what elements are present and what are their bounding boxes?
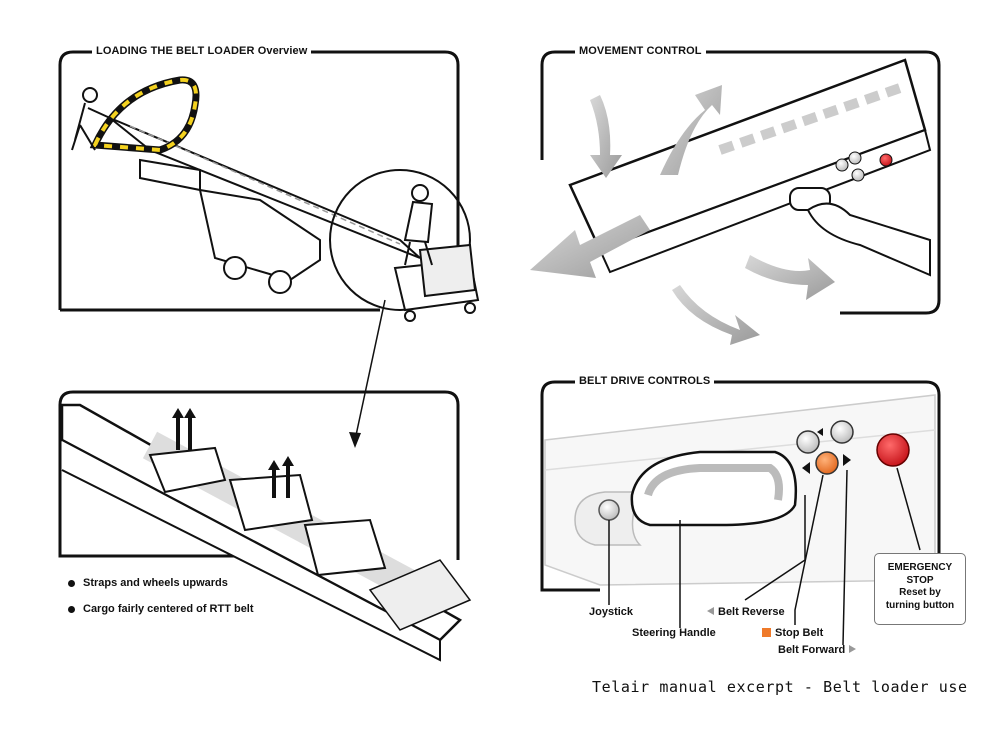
belt-loader-overview-illustration <box>71 76 480 322</box>
cargo-instructions: Straps and wheels upwards Cargo fairly c… <box>68 576 258 628</box>
cargo-on-belt-illustration <box>60 403 472 662</box>
emergency-stop-callout: EMERGENCY STOP Reset by turning button <box>874 553 966 625</box>
bullet-dot <box>68 580 75 587</box>
bullet-dot <box>68 606 75 613</box>
movement-panel-title: MOVEMENT CONTROL <box>575 45 706 57</box>
joystick-knob <box>598 499 620 521</box>
belt-drive-panel-frame <box>540 380 941 592</box>
cargo-panel-frame <box>58 390 460 560</box>
bullet-item: Straps and wheels upwards <box>68 576 258 590</box>
bullet-item: Cargo fairly centered of RTT belt <box>68 602 258 616</box>
belt-drive-panel-title: BELT DRIVE CONTROLS <box>575 375 715 387</box>
bullet-text: Cargo fairly centered of RTT belt <box>83 603 254 615</box>
reverse-arrow-icon <box>707 607 714 615</box>
emergency-line: EMERGENCY <box>887 562 953 573</box>
belt-forward-label: Belt Forward <box>778 643 857 657</box>
caption: Telair manual excerpt - Belt loader use <box>592 678 968 696</box>
bullet-text: Straps and wheels upwards <box>83 577 228 589</box>
stop-square-icon <box>762 628 771 637</box>
movement-control-illustration <box>530 58 932 345</box>
emergency-line: STOP <box>906 574 934 586</box>
belt-drive-control-panel <box>544 394 936 646</box>
forward-arrow-icon <box>849 645 857 653</box>
zoom-pointer-line <box>354 299 386 441</box>
emergency-line: turning button <box>885 599 955 611</box>
overview-panel-title: LOADING THE BELT LOADER Overview <box>92 45 312 57</box>
movement-panel-frame <box>540 50 941 315</box>
steering-handle-label: Steering Handle <box>632 627 716 639</box>
stop-belt-label: Stop Belt <box>762 626 823 640</box>
belt-reverse-label: Belt Reverse <box>707 605 785 619</box>
emergency-line: Reset by <box>899 587 941 598</box>
joystick-label: Joystick <box>589 606 634 618</box>
